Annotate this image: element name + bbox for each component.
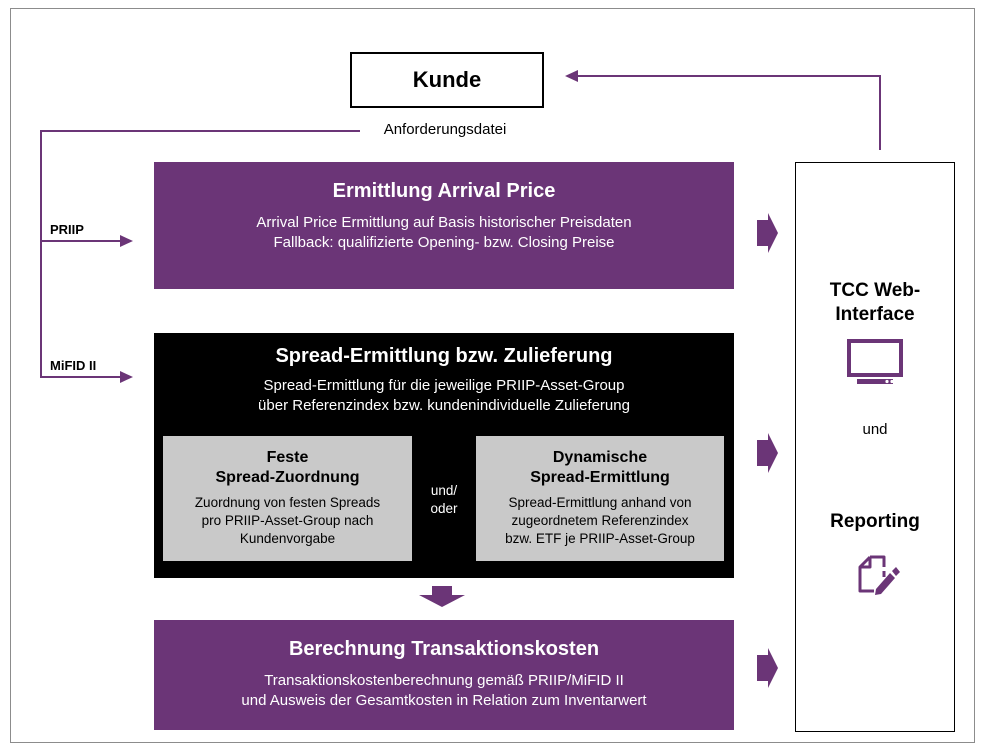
spread-line-2: über Referenzindex bzw. kundenindividuel…	[258, 397, 630, 414]
arrival-line-1: Arrival Price Ermittlung auf Basis histo…	[256, 214, 632, 231]
transaction-cost-description: Transaktionskostenberechnung gemäß PRIIP…	[154, 671, 734, 711]
dynamic-line-3: bzw. ETF je PRIIP-Asset-Group	[505, 531, 695, 546]
dynamic-spread-box: Dynamische Spread-Ermittlung Spread-Ermi…	[476, 436, 724, 561]
request-file-label: Anforderungsdatei	[360, 121, 530, 138]
fixed-line-3: Kundenvorgabe	[239, 531, 336, 546]
arrival-price-title: Ermittlung Arrival Price	[332, 180, 556, 202]
tcc-and-label: und	[862, 421, 888, 438]
tcc-panel: TCC Web- Interface und Reporting	[795, 162, 955, 732]
tcc-title-1: TCC Web-	[829, 280, 921, 301]
priip-arrowhead	[120, 235, 133, 247]
transaction-cost-box: Berechnung Transaktionskosten Transaktio…	[154, 620, 734, 730]
arrival-to-tcc-arrow	[757, 213, 778, 253]
cost-line-1: Transaktionskostenberechnung gemäß PRIIP…	[264, 672, 624, 689]
dynamic-spread-description: Spread-Ermittlung anhand von zugeordnete…	[476, 494, 724, 548]
mifid-arrowhead	[120, 371, 133, 383]
spread-line-1: Spread-Ermittlung für die jeweilige PRII…	[263, 377, 625, 394]
mifid-label: MiFID II	[50, 358, 97, 373]
arrival-price-description: Arrival Price Ermittlung auf Basis histo…	[154, 213, 734, 253]
cost-line-2: und Ausweis der Gesamtkosten in Relation…	[241, 692, 647, 709]
arrival-price-box: Ermittlung Arrival Price Arrival Price E…	[154, 162, 734, 289]
fixed-title-2: Spread-Zuordnung	[215, 469, 360, 486]
request-flow-line	[40, 130, 360, 378]
fixed-line-1: Zuordnung von festen Spreads	[194, 495, 381, 510]
fixed-spread-box: Feste Spread-Zuordnung Zuordnung von fes…	[163, 436, 412, 561]
dynamic-line-1: Spread-Ermittlung anhand von	[508, 495, 692, 510]
tcc-web-interface-title: TCC Web- Interface	[796, 279, 954, 327]
dynamic-title-2: Spread-Ermittlung	[530, 469, 670, 486]
spread-to-tcc-arrow	[757, 433, 778, 473]
dynamic-title-1: Dynamische	[552, 449, 648, 466]
spread-to-cost-arrow	[419, 586, 465, 607]
customer-box: Kunde	[350, 52, 544, 108]
and-or-connector: und/ oder	[418, 482, 470, 518]
document-edit-icon	[858, 555, 900, 595]
connector-line-2: oder	[430, 501, 458, 516]
spread-title: Spread-Ermittlung bzw. Zulieferung	[275, 345, 613, 367]
monitor-icon	[847, 339, 903, 384]
priip-label: PRIIP	[50, 222, 84, 237]
spread-description: Spread-Ermittlung für die jeweilige PRII…	[154, 376, 734, 416]
tcc-title-2: Interface	[835, 304, 915, 325]
return-flow-line	[578, 75, 881, 150]
reporting-title: Reporting	[830, 511, 920, 532]
cost-to-tcc-arrow	[757, 648, 778, 688]
arrival-line-2: Fallback: qualifizierte Opening- bzw. Cl…	[273, 234, 615, 251]
dynamic-spread-title: Dynamische Spread-Ermittlung	[476, 448, 724, 488]
fixed-title-1: Feste	[266, 449, 309, 466]
transaction-cost-title: Berechnung Transaktionskosten	[288, 638, 600, 660]
diagram-frame	[10, 8, 975, 743]
fixed-spread-title: Feste Spread-Zuordnung	[163, 448, 412, 488]
dynamic-line-2: zugeordnetem Referenzindex	[511, 513, 689, 528]
fixed-spread-description: Zuordnung von festen Spreads pro PRIIP-A…	[163, 494, 412, 548]
fixed-line-2: pro PRIIP-Asset-Group nach	[201, 513, 374, 528]
return-arrowhead	[565, 70, 578, 82]
connector-line-1: und/	[430, 483, 458, 498]
